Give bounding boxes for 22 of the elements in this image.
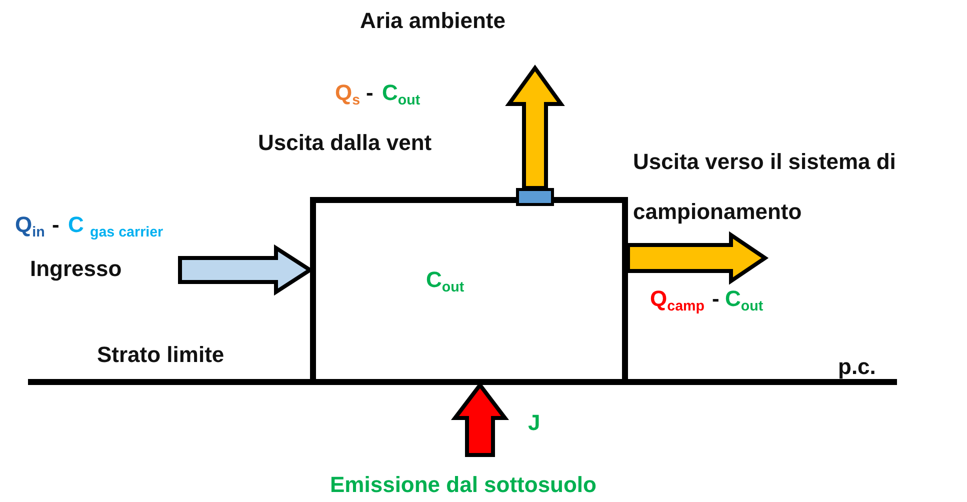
- dash-symbol: -: [52, 212, 60, 238]
- dash-symbol: -: [366, 80, 374, 106]
- source-label: Emissione dal sottosuolo: [330, 472, 596, 498]
- dash-symbol: -: [712, 286, 720, 312]
- inlet-label: Ingresso: [30, 256, 122, 282]
- flow-symbol: Q$_{s}$: [335, 80, 360, 110]
- concentration-symbol: C$_{out}$: [426, 267, 464, 296]
- flow-symbol: Q$_{camp}$: [650, 286, 704, 316]
- arrow: [505, 64, 565, 190]
- destination-label: Aria ambiente: [360, 8, 506, 34]
- flux-symbol: J: [528, 410, 540, 436]
- concentration-symbol: C$_{out}$: [382, 80, 420, 110]
- flow-symbol: Q$_{in}$: [15, 212, 45, 242]
- vent-opening: [516, 188, 554, 206]
- concentration-symbol: C$_{out}$: [725, 286, 764, 316]
- ground-level-label: p.c.: [838, 354, 876, 380]
- concentration-symbol: C $_{gas carrier}$: [68, 212, 164, 242]
- layer-label: Strato limite: [97, 342, 224, 368]
- flux-chamber-box: [310, 197, 628, 385]
- outlet-label: Uscita verso il sistema di campionamento: [633, 148, 897, 226]
- arrow: [626, 231, 769, 285]
- outlet-label: Uscita dalla vent: [258, 130, 432, 156]
